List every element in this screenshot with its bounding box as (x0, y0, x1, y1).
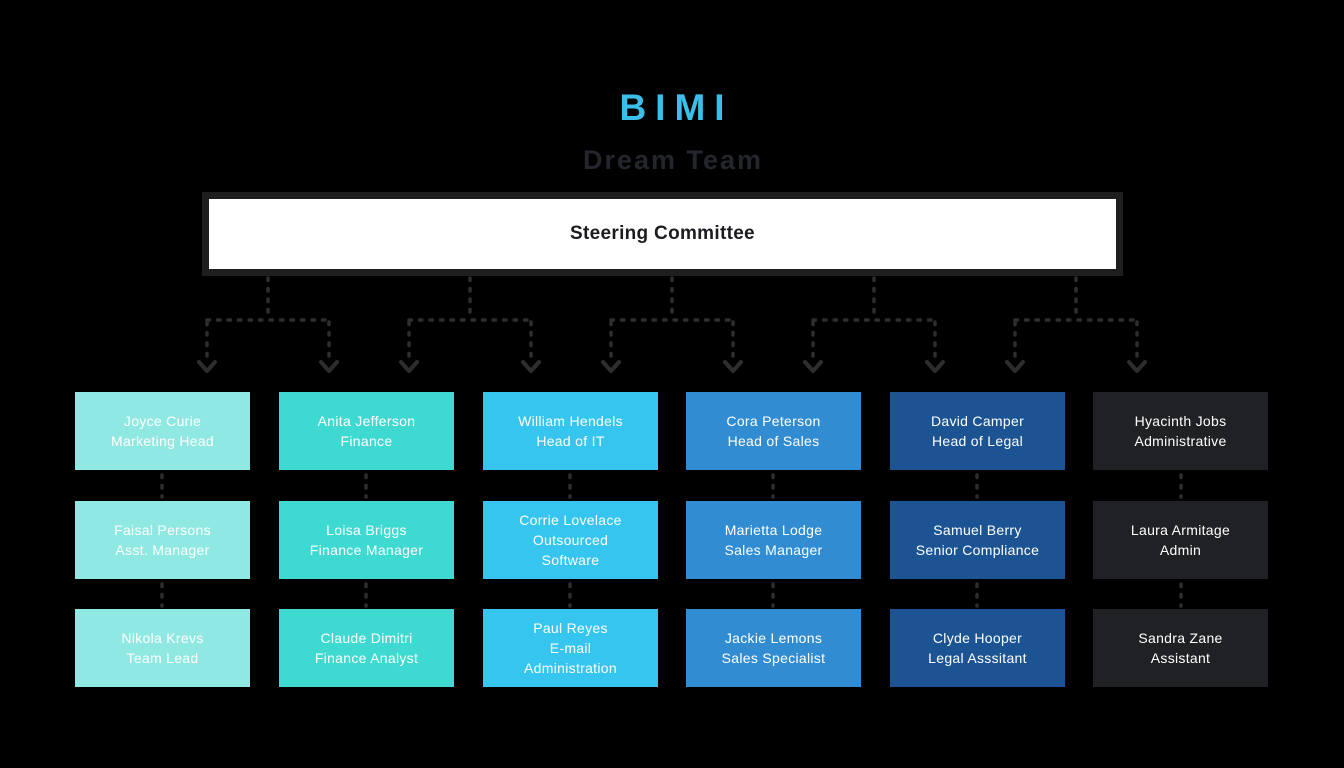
arrowhead-icon (1127, 360, 1147, 373)
member-node-sales-1: Cora Peterson Head of Sales (686, 392, 861, 470)
member-name: William Hendels (518, 413, 623, 429)
arrowhead-icon (1005, 360, 1025, 373)
member-role: Sales Manager (724, 542, 823, 558)
member-node-it-3: Paul Reyes E-mail Administration (483, 609, 658, 687)
org-chart-title: BIMI (619, 87, 734, 128)
member-role: Asst. Manager (115, 542, 210, 558)
member-name: David Camper (930, 413, 1025, 429)
member-name: Loisa Briggs (326, 522, 407, 538)
member-name: Corrie Lovelace (519, 512, 622, 528)
member-node-it-2: Corrie Lovelace Outsourced Software (483, 501, 658, 579)
arrowhead-icon (925, 360, 945, 373)
member-node-sales-3: Jackie Lemons Sales Specialist (686, 609, 861, 687)
member-role: Finance Manager (309, 542, 424, 558)
member-role: Senior Compliance (915, 542, 1040, 558)
arrowhead-icon (399, 360, 419, 373)
member-role: Outsourced Software (532, 532, 609, 568)
member-name: Faisal Persons (114, 522, 211, 538)
member-role: Admin (1159, 542, 1202, 558)
member-role: E-mail Administration (524, 640, 617, 676)
member-node-legal-3: Clyde Hooper Legal Asssitant (890, 609, 1065, 687)
member-name: Laura Armitage (1130, 522, 1231, 538)
member-role: Finance (340, 433, 393, 449)
member-role: Assistant (1150, 650, 1211, 666)
arrowhead-icon (521, 360, 541, 373)
member-node-legal-2: Samuel Berry Senior Compliance (890, 501, 1065, 579)
member-node-finance-2: Loisa Briggs Finance Manager (279, 501, 454, 579)
member-name: Nikola Krevs (121, 630, 204, 646)
member-name: Jackie Lemons (724, 630, 823, 646)
member-role: Finance Analyst (314, 650, 419, 666)
member-node-admin-2: Laura Armitage Admin (1093, 501, 1268, 579)
member-name: Sandra Zane (1138, 630, 1223, 646)
member-role: Legal Asssitant (928, 650, 1027, 666)
member-node-marketing-2: Faisal Persons Asst. Manager (75, 501, 250, 579)
arrowhead-icon (197, 360, 217, 373)
root-node: Steering Committee (202, 192, 1123, 276)
member-role: Team Lead (126, 650, 199, 666)
member-role: Head of IT (536, 433, 605, 449)
member-name: Claude Dimitri (320, 630, 413, 646)
member-node-it-1: William Hendels Head of IT (483, 392, 658, 470)
org-chart-subtitle: Dream Team (582, 145, 764, 175)
member-name: Samuel Berry (933, 522, 1022, 538)
member-role: Head of Sales (727, 433, 820, 449)
member-name: Joyce Curie (123, 413, 202, 429)
member-node-legal-1: David Camper Head of Legal (890, 392, 1065, 470)
member-node-marketing-1: Joyce Curie Marketing Head (75, 392, 250, 470)
member-name: Marietta Lodge (724, 522, 823, 538)
root-node-label: Steering Committee (570, 223, 755, 244)
member-role: Head of Legal (931, 433, 1024, 449)
member-name: Clyde Hooper (932, 630, 1023, 646)
member-name: Hyacinth Jobs (1134, 413, 1227, 429)
member-role: Sales Specialist (721, 650, 826, 666)
member-node-sales-2: Marietta Lodge Sales Manager (686, 501, 861, 579)
arrowhead-icon (319, 360, 339, 373)
arrowhead-icon (601, 360, 621, 373)
member-name: Paul Reyes (533, 620, 608, 636)
member-role: Marketing Head (110, 433, 215, 449)
member-node-finance-1: Anita Jefferson Finance (279, 392, 454, 470)
arrowhead-icon (803, 360, 823, 373)
member-node-finance-3: Claude Dimitri Finance Analyst (279, 609, 454, 687)
member-name: Cora Peterson (726, 413, 821, 429)
arrowhead-icon (723, 360, 743, 373)
member-name: Anita Jefferson (317, 413, 416, 429)
member-node-marketing-3: Nikola Krevs Team Lead (75, 609, 250, 687)
member-role: Administrative (1134, 433, 1227, 449)
member-node-admin-3: Sandra Zane Assistant (1093, 609, 1268, 687)
member-node-admin-1: Hyacinth Jobs Administrative (1093, 392, 1268, 470)
